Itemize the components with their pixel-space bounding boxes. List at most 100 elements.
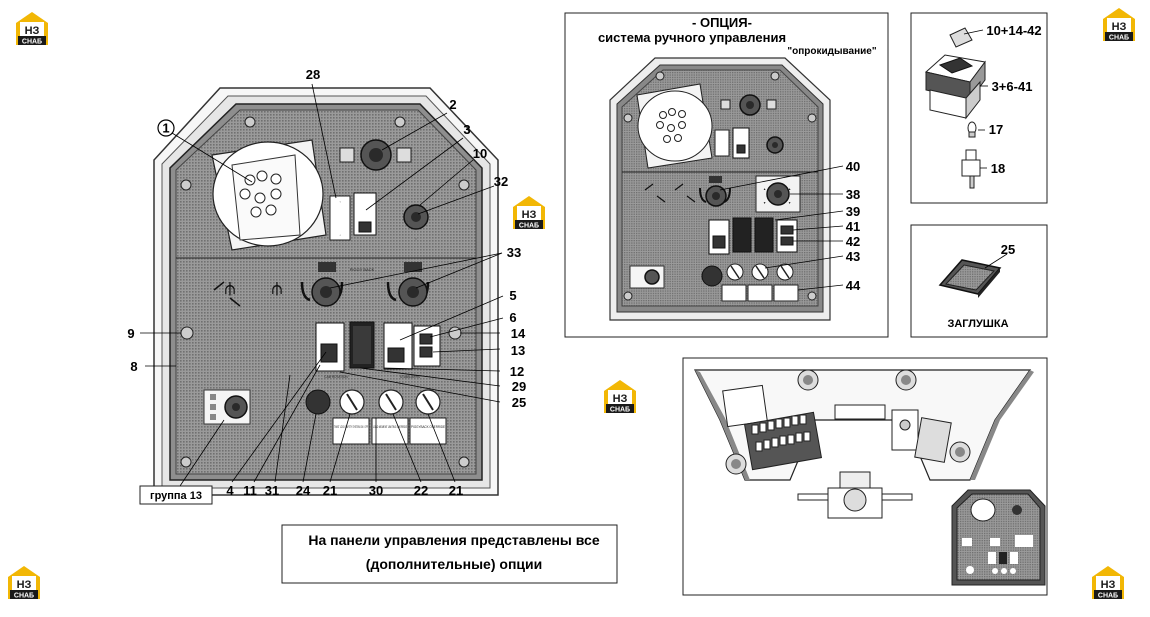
piggyback-joystick-right[interactable]: [386, 262, 430, 307]
svg-text:PIGGYBACK OVERRIDE: PIGGYBACK OVERRIDE: [411, 425, 445, 429]
dial-caption-plate-1: [332, 417, 370, 445]
brand-logo-bottom-left: НЗ СНАБ: [8, 566, 40, 600]
piggy-back-label: PIGGY BACK: [350, 267, 375, 272]
option-subheading: система ручного управления: [598, 30, 786, 45]
svg-text:1: 1: [162, 121, 169, 136]
brand-logo-top-right: НЗ СНАБ: [1103, 8, 1135, 42]
svg-text:СНАБ: СНАБ: [22, 39, 42, 46]
group-label-box: [139, 485, 213, 505]
part-label-18: 18: [991, 161, 1005, 176]
plug-caption: ЗАГЛУШКА: [947, 318, 1008, 330]
connector-18: [961, 149, 981, 189]
group-label: группа 13: [150, 490, 202, 502]
svg-text:39: 39: [846, 204, 860, 219]
svg-text:⫛: ⫛: [272, 278, 283, 298]
svg-text:32: 32: [494, 174, 508, 189]
svg-text:43: 43: [846, 249, 860, 264]
svg-text:▼: ▼: [763, 201, 766, 205]
svg-text:33: 33: [507, 245, 521, 260]
svg-text:2: 2: [449, 97, 456, 112]
svg-text:5: 5: [509, 288, 516, 303]
svg-text:НЗ: НЗ: [522, 209, 537, 221]
tilt-right-icon: [396, 147, 412, 163]
svg-text:31: 31: [265, 483, 279, 498]
option-rocker-switch-41[interactable]: [776, 219, 798, 253]
svg-text:▲: ▲: [763, 187, 766, 191]
svg-text:⫛: ⫛: [225, 278, 236, 298]
blanking-plug: [938, 259, 1002, 298]
option-joystick-40[interactable]: [699, 176, 731, 207]
bulb-17: [967, 121, 977, 138]
svg-text:25: 25: [512, 395, 526, 410]
brand-logo-middle-right: НЗ СНАБ: [604, 380, 636, 414]
part-label-3-6-41: 3+6-41: [992, 79, 1033, 94]
brand-logo-bottom-right: НЗ СНАБ: [1092, 566, 1124, 600]
option-rocker-switch-b[interactable]: [732, 217, 752, 253]
brand-logo-center: НЗ СНАБ: [513, 196, 545, 230]
svg-text:СНАБ: СНАБ: [14, 593, 34, 600]
option-key-switch[interactable]: [644, 269, 660, 285]
svg-text:▲: ▲: [788, 187, 791, 191]
svg-text:↓: ↓: [339, 233, 341, 237]
cab-dashboard: [694, 369, 1034, 519]
svg-text:41: 41: [846, 219, 860, 234]
svg-text:44: 44: [846, 278, 861, 293]
svg-text:СНАБ: СНАБ: [1109, 35, 1129, 42]
option-joystick-base[interactable]: [636, 83, 713, 169]
svg-text:3: 3: [463, 122, 470, 137]
option-heading: - ОПЦИЯ-: [692, 15, 752, 30]
svg-text:8: 8: [130, 359, 137, 374]
piggyback-joystick-left[interactable]: [300, 262, 344, 307]
svg-text:НЗ: НЗ: [1112, 21, 1127, 33]
main-panel-leaders: [140, 83, 504, 487]
svg-text:СНАБ: СНАБ: [1098, 593, 1118, 600]
note-line-2: (дополнительные) опции: [366, 556, 542, 572]
panel-screw: [448, 326, 462, 340]
option-rocker-switch-c[interactable]: [754, 217, 774, 253]
option-control-panel: ▲ ▼ ▲ ▼: [609, 57, 831, 321]
option-push-button[interactable]: [701, 265, 723, 287]
svg-text:24: 24: [296, 483, 311, 498]
svg-text:НЗ: НЗ: [1101, 579, 1116, 591]
main-panel-callouts: 1 28 2 3 10 32 33 5 6 14 13 12 29 25 9 8…: [127, 67, 526, 498]
svg-text:НЗ: НЗ: [613, 393, 628, 405]
svg-text:30: 30: [369, 483, 383, 498]
svg-text:21: 21: [449, 483, 463, 498]
part-label-17: 17: [989, 122, 1003, 137]
svg-text:СНАБ: СНАБ: [519, 223, 539, 230]
svg-text:9: 9: [127, 326, 134, 341]
svg-text:14: 14: [511, 326, 526, 341]
svg-text:10: 10: [473, 146, 487, 161]
brand-logo-top-left: НЗ СНАБ: [16, 12, 48, 46]
tilt-left-icon: [339, 147, 355, 163]
main-control-panel: ↑ ↓ ○ ⫛ ⫛ PIGGY BACK: [153, 87, 499, 496]
indicator-lamp-9: [180, 326, 194, 340]
svg-text:22: 22: [414, 483, 428, 498]
svg-text:НЗ: НЗ: [17, 579, 32, 591]
svg-text:LOAD MOMENT LIMITING OVERRIDE: LOAD MOMENT LIMITING OVERRIDE: [373, 425, 407, 429]
option-boom-icons: [644, 183, 696, 203]
part-label-25: 25: [1001, 242, 1015, 257]
manual-auto-tag: [329, 195, 351, 241]
rocker-switch-assembly: [924, 27, 986, 120]
svg-text:↑: ↑: [339, 200, 341, 204]
part-label-10-14-42: 10+14-42: [986, 23, 1041, 38]
svg-text:4: 4: [226, 483, 234, 498]
svg-text:40: 40: [846, 159, 860, 174]
dual-switch-6[interactable]: [413, 325, 441, 367]
note-box: [281, 524, 618, 584]
option-panel-callouts: 40 38 39 41 42 43 44: [846, 159, 861, 293]
option-panel-leaders: [719, 165, 844, 291]
svg-text:13: 13: [511, 343, 525, 358]
svg-text:38: 38: [846, 187, 860, 202]
joystick-base[interactable]: [211, 139, 327, 251]
push-button-24[interactable]: [305, 389, 331, 415]
svg-text:▼: ▼: [788, 201, 791, 205]
svg-text:6: 6: [509, 310, 516, 325]
boom-function-icons: ⫛ ⫛: [213, 278, 283, 307]
dial-caption-plate-3: [409, 417, 447, 445]
svg-text:28: 28: [306, 67, 320, 82]
stabilizers-label: STABILIZERS: [400, 375, 420, 379]
svg-text:TWIST LOCK SAFETY SYSTEM ON /: TWIST LOCK SAFETY SYSTEM ON / OFF: [334, 425, 368, 429]
